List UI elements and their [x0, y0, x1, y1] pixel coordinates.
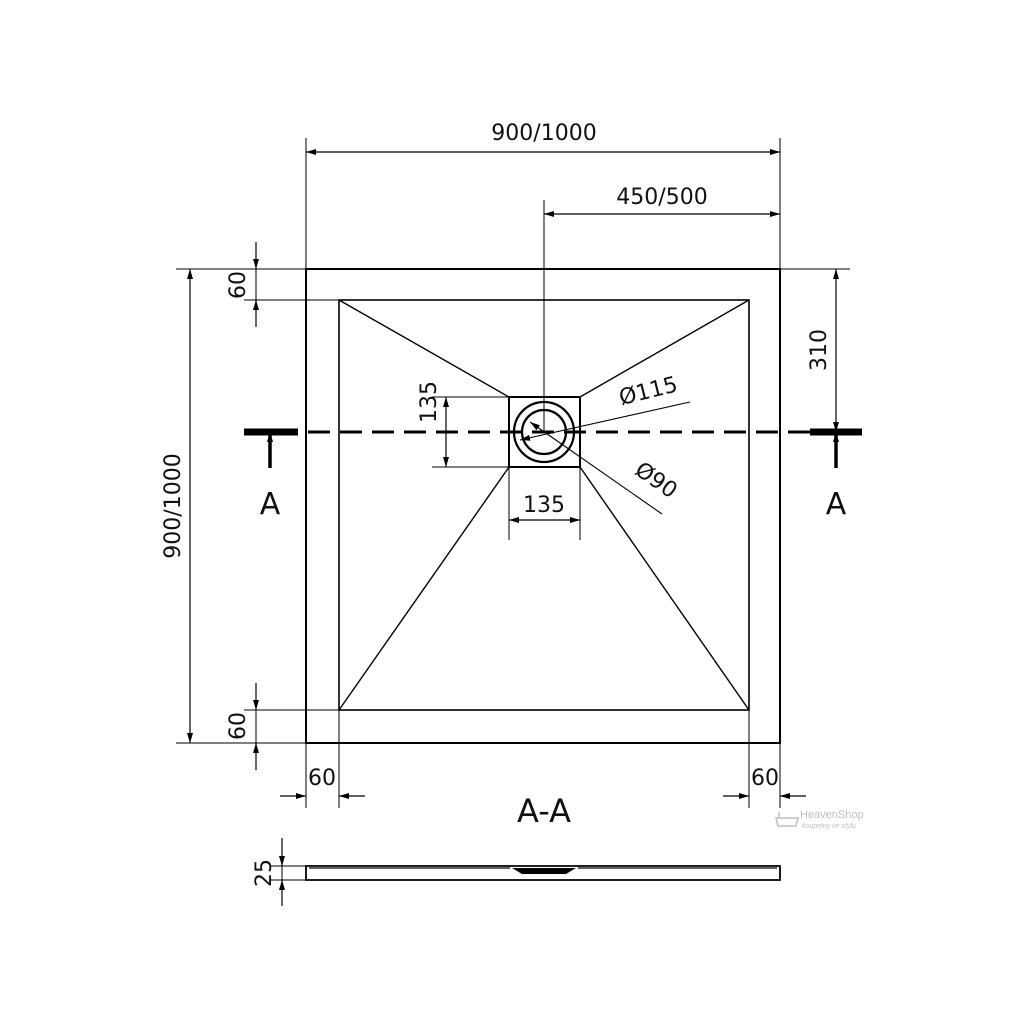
dimension-drain-offset: [780, 268, 850, 432]
dimension-drain-square-height: [432, 396, 509, 468]
watermark-logo: HeavenShop koupelny ve stylu: [775, 809, 864, 830]
slope-line-top-left: [338, 299, 510, 398]
section-line-a-a: [244, 428, 862, 468]
dimension-drain-square-height-label: 135: [417, 381, 442, 423]
dimension-drain-square-width-label: 135: [523, 493, 565, 518]
dimension-rim-top-label: 60: [226, 271, 251, 299]
dimension-drain-square-width: [508, 467, 581, 540]
section-marker-left: A: [260, 487, 281, 522]
dimension-half-width: [543, 200, 780, 432]
slope-line-top-right: [579, 299, 750, 398]
dimension-rim-right-label: 60: [751, 766, 779, 791]
dimension-rim-top: [244, 242, 339, 327]
slope-line-bottom-left: [338, 466, 510, 711]
dimension-rim-right: [723, 710, 806, 808]
bathtub-icon: [775, 812, 799, 827]
slope-line-bottom-right: [579, 466, 750, 711]
dimension-rim-left-label: 60: [308, 766, 336, 791]
dimension-half-width-label: 450/500: [616, 185, 707, 210]
leader-drain-inner-diameter: [529, 421, 663, 515]
dimension-rim-left: [280, 710, 365, 808]
dimension-thickness: [270, 838, 306, 906]
section-view-profile: [305, 865, 781, 881]
leader-drain-outer-diameter: [519, 401, 691, 441]
dimension-overall-width: [305, 138, 781, 269]
dimension-drain-offset-label: 310: [807, 329, 832, 371]
drain-outer-diameter-label: Ø115: [617, 372, 681, 411]
watermark-tagline: koupelny ve stylu: [802, 823, 856, 830]
dimension-overall-width-label: 900/1000: [491, 121, 596, 146]
dimension-overall-height: [176, 268, 306, 744]
watermark-brand: HeavenShop: [800, 809, 864, 821]
dimension-rim-bottom: [244, 683, 339, 770]
section-marker-right: A: [826, 487, 847, 522]
dimension-overall-height-label: 900/1000: [161, 453, 186, 558]
tray-outer-outline: [305, 268, 781, 744]
dimension-thickness-label: 25: [252, 859, 277, 887]
section-view-title: A-A: [517, 792, 571, 830]
dimension-rim-bottom-label: 60: [226, 712, 251, 740]
